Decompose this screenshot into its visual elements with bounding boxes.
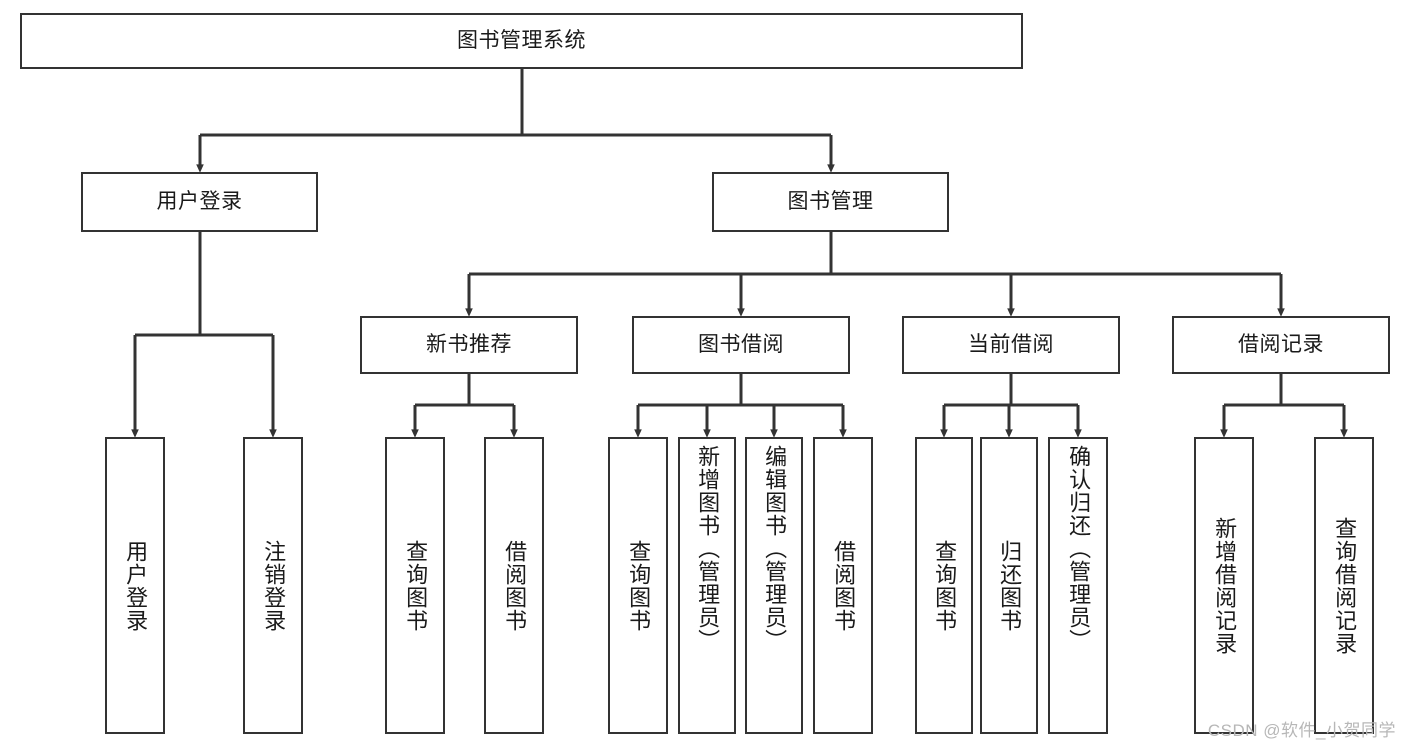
node-l2-borrow-record[interactable]: 借阅记录: [1172, 316, 1390, 374]
node-label: 用户登录: [123, 539, 149, 632]
node-leaf-borrow-edit-book[interactable]: 编辑图书（管理员）: [745, 437, 803, 734]
node-leaf-rec-query-record[interactable]: 查询借阅记录: [1314, 437, 1374, 734]
connector-lines: [131, 69, 1348, 438]
node-root[interactable]: 图书管理系统: [20, 13, 1023, 69]
node-leaf-cur-query-book[interactable]: 查询图书: [915, 437, 973, 734]
node-leaf-cur-return-book[interactable]: 归还图书: [980, 437, 1038, 734]
node-label: 注销登录: [261, 539, 287, 632]
node-label: 图书管理: [787, 190, 874, 214]
node-l2-new-book-rec[interactable]: 新书推荐: [360, 316, 578, 374]
node-label: 借阅记录: [1238, 333, 1324, 357]
node-label: 确认归还（管理员）: [1066, 445, 1092, 652]
node-label: 查询图书: [932, 539, 958, 632]
node-label: 图书借阅: [698, 333, 784, 357]
node-l2-book-borrow[interactable]: 图书借阅: [632, 316, 850, 374]
node-leaf-borrow-add-book[interactable]: 新增图书（管理员）: [678, 437, 736, 734]
node-l1-book-manage[interactable]: 图书管理: [712, 172, 949, 232]
node-label: 归还图书: [997, 539, 1023, 632]
node-label: 当前借阅: [968, 333, 1054, 357]
node-leaf-rec-add-record[interactable]: 新增借阅记录: [1194, 437, 1254, 734]
node-label: 新增借阅记录: [1212, 516, 1238, 655]
node-label: 用户登录: [156, 190, 243, 214]
node-label: 借阅图书: [502, 539, 528, 632]
node-l1-user-login[interactable]: 用户登录: [81, 172, 318, 232]
node-label: 查询借阅记录: [1332, 516, 1358, 655]
node-label: 查询图书: [626, 539, 652, 632]
node-label: 新书推荐: [426, 333, 512, 357]
node-l2-current-borrow[interactable]: 当前借阅: [902, 316, 1120, 374]
node-label: 借阅图书: [831, 539, 857, 632]
node-leaf-borrow-query-book[interactable]: 查询图书: [608, 437, 668, 734]
node-leaf-logout-login[interactable]: 注销登录: [243, 437, 303, 734]
node-label: 图书管理系统: [457, 29, 586, 53]
node-label: 新增图书（管理员）: [695, 445, 721, 652]
node-leaf-borrow-borrow-book[interactable]: 借阅图书: [813, 437, 873, 734]
node-label: 编辑图书（管理员）: [762, 445, 788, 652]
node-leaf-rec-query-book[interactable]: 查询图书: [385, 437, 445, 734]
node-leaf-cur-confirm-return[interactable]: 确认归还（管理员）: [1048, 437, 1108, 734]
node-label: 查询图书: [403, 539, 429, 632]
node-leaf-user-login[interactable]: 用户登录: [105, 437, 165, 734]
node-leaf-rec-borrow-book[interactable]: 借阅图书: [484, 437, 544, 734]
